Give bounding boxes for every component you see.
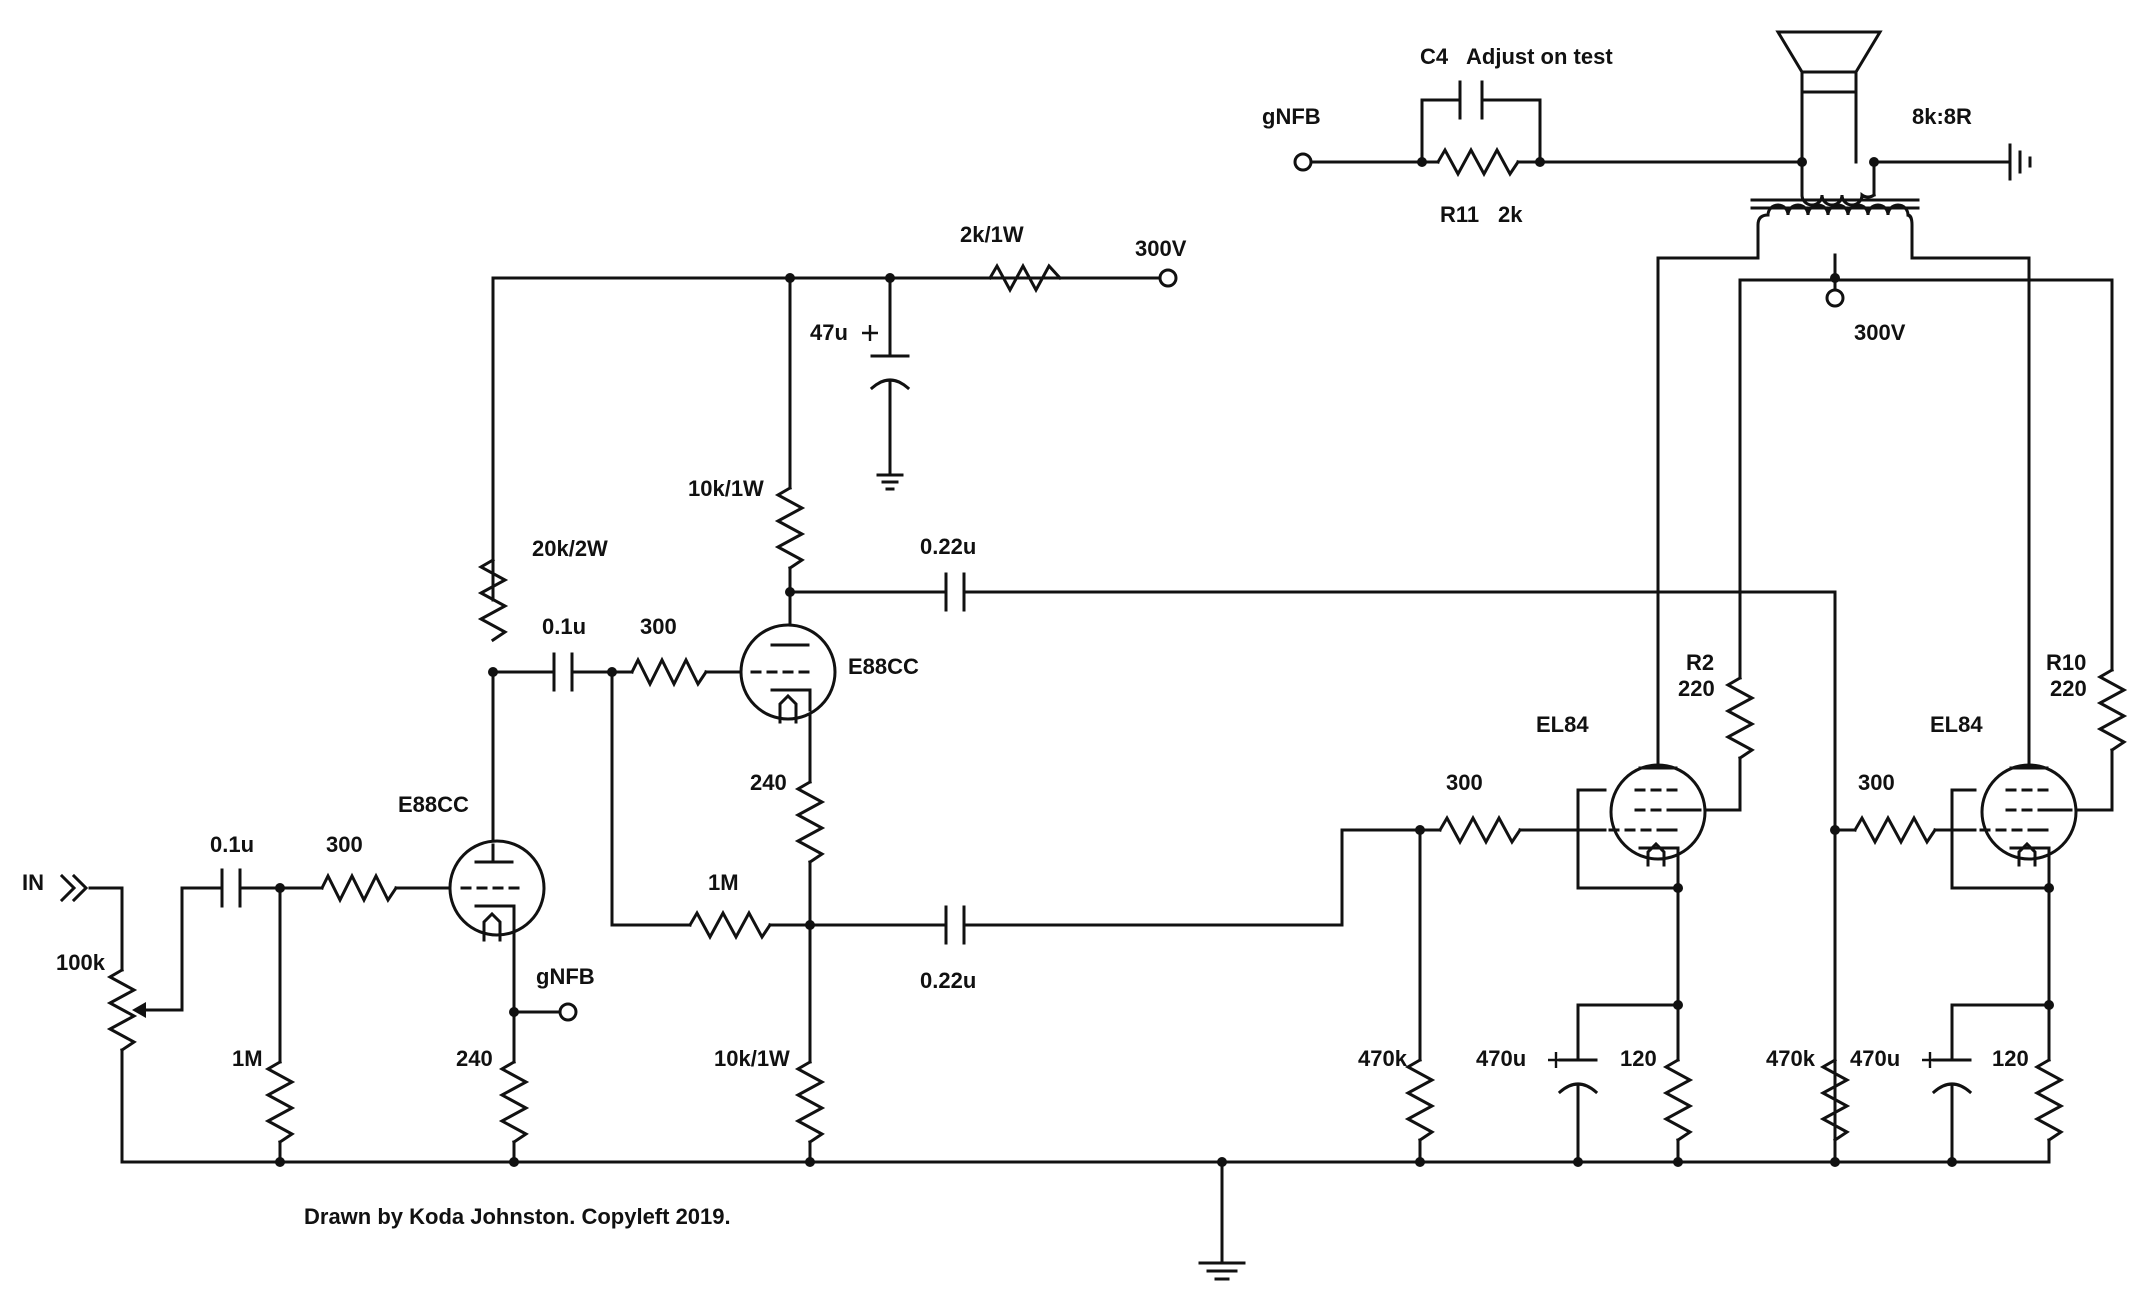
capacitor-470u-2 bbox=[1922, 1052, 1973, 1132]
label-47u: 47u bbox=[810, 320, 848, 345]
label-1m-grid: 1M bbox=[232, 1046, 263, 1071]
resistors bbox=[264, 146, 2128, 1145]
terminal-gnfb-mid bbox=[558, 1002, 578, 1022]
label-470u-1: 470u bbox=[1476, 1046, 1526, 1071]
label-300v-ot: 300V bbox=[1854, 320, 1906, 345]
label-pot-100k: 100k bbox=[56, 950, 106, 975]
resistor-240-v1-cathode bbox=[498, 1059, 530, 1145]
resistor-r11 bbox=[1435, 146, 1521, 178]
volume-potentiometer bbox=[106, 967, 147, 1053]
label-300-input: 300 bbox=[326, 832, 363, 857]
resistor-10k-1w-bottom bbox=[794, 1059, 826, 1145]
wires bbox=[88, 90, 2114, 1265]
label-120-1: 120 bbox=[1620, 1046, 1657, 1071]
label-470u-2: 470u bbox=[1850, 1046, 1900, 1071]
capacitor-0.1u-input bbox=[220, 868, 242, 908]
label-el84-2: EL84 bbox=[1930, 712, 1983, 737]
capacitor-47u bbox=[862, 325, 911, 391]
label-0.1u-input: 0.1u bbox=[210, 832, 254, 857]
capacitor-0.22u-bottom bbox=[944, 905, 966, 945]
label-r11: R11 bbox=[1440, 202, 1479, 227]
labels: C4 Adjust on test gNFB R11 2k 8k:8R 2k/1… bbox=[22, 44, 2087, 1229]
output-transformer bbox=[1750, 192, 1920, 260]
label-r2: R2 bbox=[1686, 650, 1714, 675]
resistor-1m-feedback bbox=[687, 909, 773, 941]
label-300v-top: 300V bbox=[1135, 236, 1187, 261]
label-300-el84-2: 300 bbox=[1858, 770, 1895, 795]
resistor-20k-2w bbox=[477, 557, 509, 643]
speaker-icon bbox=[1775, 30, 1883, 94]
label-ratio: 8k:8R bbox=[1912, 104, 1972, 129]
label-el84-1: EL84 bbox=[1536, 712, 1589, 737]
terminal-300v-ot bbox=[1825, 288, 1845, 308]
label-r10: R10 bbox=[2046, 650, 2086, 675]
resistor-240-v2-cathode bbox=[794, 779, 826, 865]
resistor-10k-1w-top bbox=[774, 485, 806, 571]
resistor-470k-2 bbox=[1819, 1057, 1851, 1143]
label-0.22u-bottom: 0.22u bbox=[920, 968, 976, 993]
ground-secondary-icon bbox=[2008, 143, 2032, 181]
tube-el84-1 bbox=[1608, 763, 1707, 867]
label-r11-value: 2k bbox=[1498, 202, 1523, 227]
resistor-300-el84-2-grid bbox=[1852, 814, 1938, 846]
label-r10-value: 220 bbox=[2050, 676, 2087, 701]
label-r2-value: 220 bbox=[1678, 676, 1715, 701]
label-c4: C4 bbox=[1420, 44, 1449, 69]
label-v2-e88cc: E88CC bbox=[848, 654, 919, 679]
terminal-gnfb-top bbox=[1293, 152, 1313, 172]
resistor-120-2 bbox=[2033, 1057, 2065, 1143]
resistor-300-el84-1-grid bbox=[1437, 814, 1523, 846]
label-10k-1w-top: 10k/1W bbox=[688, 476, 764, 501]
resistor-300-input bbox=[319, 872, 399, 904]
label-1m-feedback: 1M bbox=[708, 870, 739, 895]
label-adjust: Adjust on test bbox=[1466, 44, 1613, 69]
input-jack-icon bbox=[59, 873, 89, 903]
tube-v2-e88cc bbox=[739, 623, 837, 724]
label-gnfb-top: gNFB bbox=[1262, 104, 1321, 129]
label-300-el84-1: 300 bbox=[1446, 770, 1483, 795]
label-2k-1w: 2k/1W bbox=[960, 222, 1024, 247]
resistor-470k-1 bbox=[1404, 1057, 1436, 1143]
label-470k-2: 470k bbox=[1766, 1046, 1816, 1071]
capacitor-c4 bbox=[1458, 80, 1484, 120]
junctions bbox=[275, 157, 2054, 1167]
resistor-2k-1w bbox=[987, 262, 1063, 294]
label-v1-e88cc: E88CC bbox=[398, 792, 469, 817]
resistor-1m-grid-leak bbox=[264, 1059, 296, 1145]
label-0.22u-top: 0.22u bbox=[920, 534, 976, 559]
credit-text: Drawn by Koda Johnston. Copyleft 2019. bbox=[304, 1204, 731, 1229]
tube-el84-2 bbox=[1979, 763, 2078, 867]
label-in: IN bbox=[22, 870, 44, 895]
resistor-r2 bbox=[1724, 675, 1756, 761]
label-300-mid: 300 bbox=[640, 614, 677, 639]
label-20k-2w: 20k/2W bbox=[532, 536, 608, 561]
resistor-r10 bbox=[2096, 667, 2128, 753]
tube-v1-e88cc bbox=[448, 839, 546, 942]
label-0.1u-mid: 0.1u bbox=[542, 614, 586, 639]
label-10k-1w-bottom: 10k/1W bbox=[714, 1046, 790, 1071]
resistor-120-1 bbox=[1662, 1057, 1694, 1143]
label-470k-1: 470k bbox=[1358, 1046, 1408, 1071]
terminal-300v-top bbox=[1158, 268, 1178, 288]
label-gnfb-mid: gNFB bbox=[536, 964, 595, 989]
capacitors bbox=[220, 80, 1973, 1132]
label-240-top: 240 bbox=[750, 770, 787, 795]
capacitor-0.22u-top bbox=[944, 572, 966, 612]
terminals bbox=[59, 152, 1845, 1022]
label-120-2: 120 bbox=[1992, 1046, 2029, 1071]
ground-main-icon bbox=[1198, 1261, 1246, 1281]
label-240-bottom: 240 bbox=[456, 1046, 493, 1071]
capacitor-0.1u-interstage bbox=[552, 652, 574, 692]
capacitor-470u-1 bbox=[1548, 1052, 1599, 1132]
resistor-300-v2-grid bbox=[629, 656, 709, 688]
